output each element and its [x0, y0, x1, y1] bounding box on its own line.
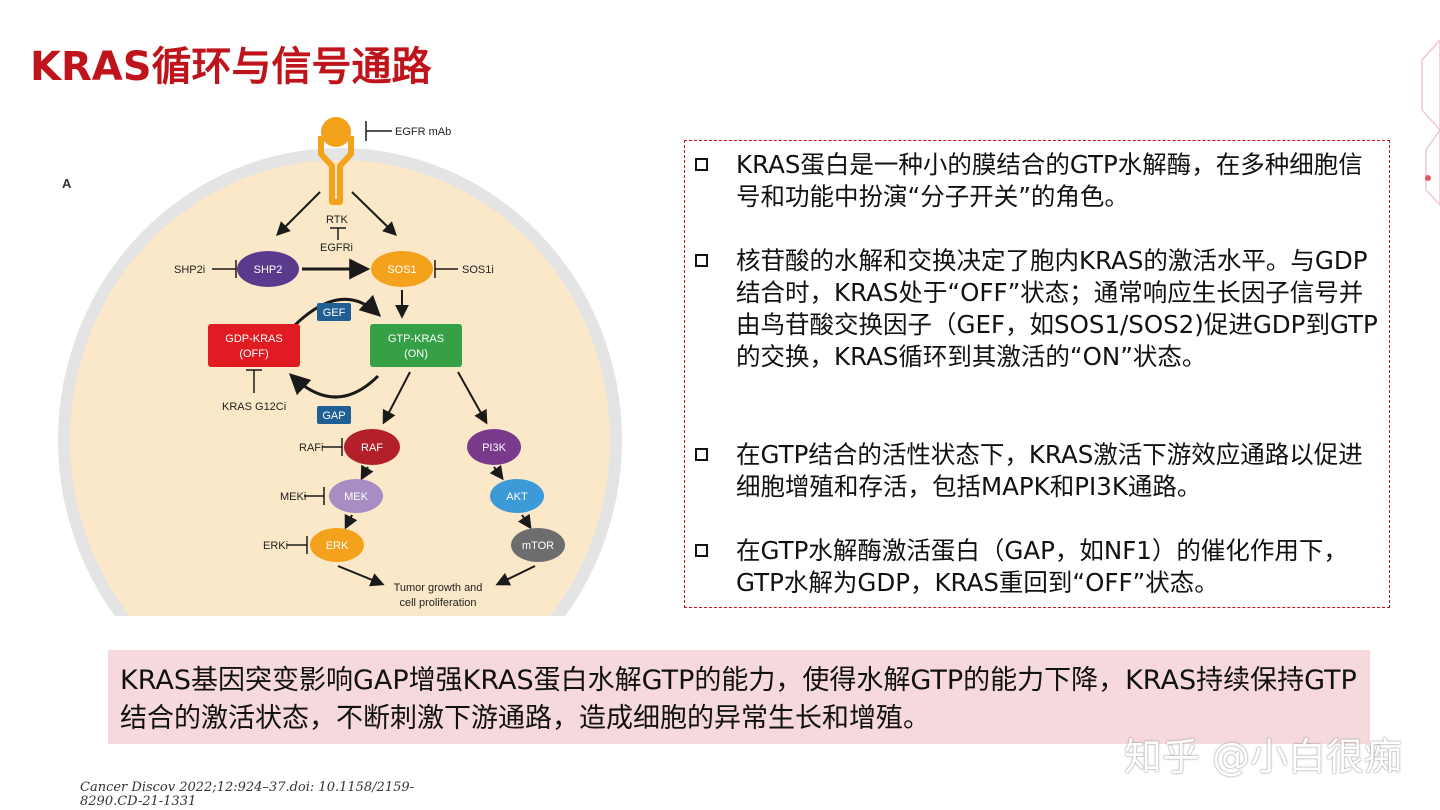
gap-node [317, 406, 351, 424]
raf-node [344, 429, 400, 465]
rtk-receptor [318, 117, 354, 205]
checkbox-bullet-icon [695, 158, 708, 171]
cell-body [70, 160, 610, 616]
bullet-text: KRAS蛋白是一种小的膜结合的GTP水解酶，在多种细胞信号和功能中扮演“分子开关… [736, 150, 1363, 211]
gap-label: GAP [322, 410, 345, 422]
kras-g12ci-label: KRAS G12Ci [222, 401, 286, 413]
bullet-item: KRAS蛋白是一种小的膜结合的GTP水解酶，在多种细胞信号和功能中扮演“分子开关… [695, 149, 1381, 213]
shp2i-label: SHP2i [174, 264, 205, 276]
kras-pathway-diagram: A EGFR mAb RTK EGFRi SHP2 SHP2i SOS1 SOS… [58, 117, 622, 616]
erk-label: ERK [326, 540, 349, 552]
bullet-text: 核苷酸的水解和交换决定了胞内KRAS的激活水平。与GDP结合时，KRAS处于“O… [736, 246, 1378, 371]
akt-node [490, 479, 544, 513]
summary-box: KRAS基因突变影响GAP增强KRAS蛋白水解GTP的能力，使得水解GTP的能力… [108, 650, 1370, 744]
sos1-node [371, 251, 433, 287]
egfr-mab-label: EGFR mAb [395, 126, 451, 138]
hexagon-decoration [1421, 38, 1440, 207]
gef-label: GEF [323, 307, 346, 319]
slide-title: KRAS循环与信号通路 [30, 44, 432, 90]
citation-line-1: Cancer Discov 2022;12:924–37.doi: 10.115… [80, 780, 415, 795]
rafi-label: RAFi [299, 442, 323, 454]
explanation-panel: KRAS蛋白是一种小的膜结合的GTP水解酶，在多种细胞信号和功能中扮演“分子开关… [684, 140, 1390, 608]
citation-line-2: 8290.CD-21-1331 [80, 794, 197, 809]
mtor-label: mTOR [522, 540, 554, 552]
gdp-kras-state: (OFF) [239, 348, 268, 360]
shp2-node [237, 251, 299, 287]
raf-label: RAF [361, 442, 383, 454]
checkbox-bullet-icon [695, 544, 708, 557]
gtp-kras-label: GTP-KRAS [388, 333, 444, 345]
erk-node [310, 528, 364, 562]
checkbox-bullet-icon [695, 254, 708, 267]
watermark: 知乎 @小白很痴 [1123, 735, 1402, 779]
akt-label: AKT [506, 491, 528, 503]
bullet-item: 核苷酸的水解和交换决定了胞内KRAS的激活水平。与GDP结合时，KRAS处于“O… [695, 245, 1381, 373]
pi3k-label: PI3K [482, 442, 507, 454]
egfri-label: EGFRi [320, 242, 353, 254]
sos1-label: SOS1 [387, 264, 416, 276]
meki-label: MEKi [280, 491, 306, 503]
bullet-item: 在GTP水解酶激活蛋白（GAP，如NF1）的催化作用下，GTP水解为GDP，KR… [695, 535, 1381, 599]
gef-node [317, 303, 351, 321]
shp2-label: SHP2 [254, 264, 283, 276]
mek-node [329, 479, 383, 513]
panel-label: A [62, 176, 72, 191]
bullet-item: 在GTP结合的活性状态下，KRAS激活下游效应通路以促进细胞增殖和存活，包括MA… [695, 439, 1381, 503]
mtor-node [511, 528, 565, 562]
gdp-kras-node [208, 324, 300, 367]
gdp-kras-label: GDP-KRAS [225, 333, 282, 345]
bullet-text: 在GTP水解酶激活蛋白（GAP，如NF1）的催化作用下，GTP水解为GDP，KR… [736, 536, 1348, 597]
bullet-text: 在GTP结合的活性状态下，KRAS激活下游效应通路以促进细胞增殖和存活，包括MA… [736, 440, 1363, 501]
outcome-line-1: Tumor growth and [394, 582, 483, 594]
mek-label: MEK [344, 491, 369, 503]
outcome-line-2: cell proliferation [399, 597, 476, 609]
rtk-label: RTK [326, 214, 348, 226]
erki-label: ERKi [263, 540, 288, 552]
gtp-kras-state: (ON) [404, 348, 428, 360]
citation: Cancer Discov 2022;12:924–37.doi: 10.115… [80, 781, 440, 809]
sos1i-label: SOS1i [462, 264, 494, 276]
pi3k-node [467, 429, 521, 465]
checkbox-bullet-icon [695, 448, 708, 461]
gtp-kras-node [370, 324, 462, 367]
